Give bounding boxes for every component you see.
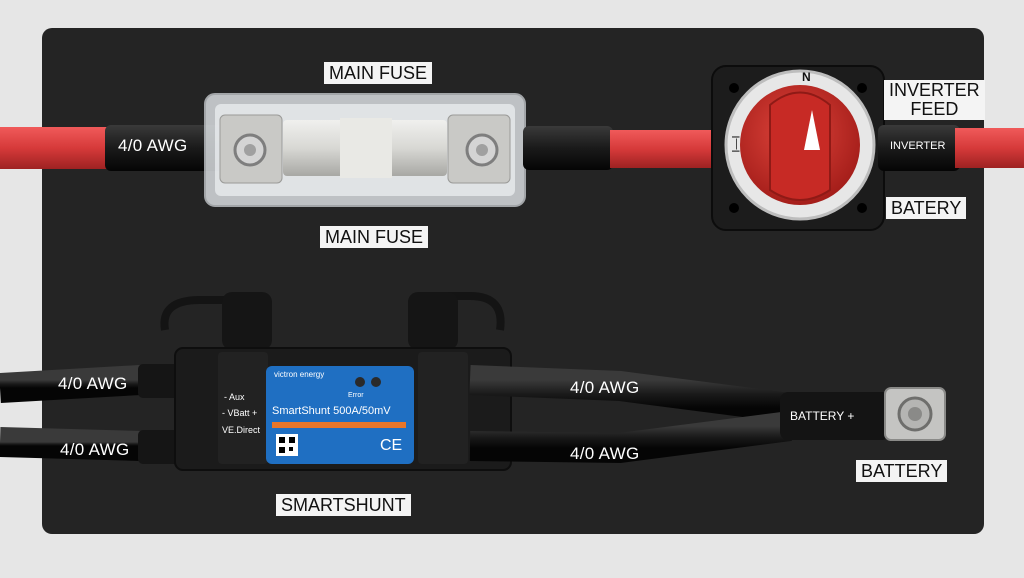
shunt-ce-mark: CE <box>380 437 403 454</box>
switch-side-mark: I—I <box>730 135 743 153</box>
batery-label: BATERY <box>886 197 967 219</box>
battery-lug-sleeve <box>780 392 890 440</box>
heat-shrink-mid <box>523 126 613 170</box>
shunt-vedirect-mark: VE.Direct <box>222 425 261 435</box>
shunt-vbatt-mark: - VBatt + <box>222 408 258 418</box>
shunt-model: SmartShunt 500A/50mV <box>272 405 391 417</box>
inverter-feed-line2: FEED <box>910 99 959 119</box>
cable-mark-awg: 4/0 AWG <box>58 374 128 393</box>
black-cable-right-upper <box>469 365 792 423</box>
bluetooth-led <box>371 377 381 387</box>
terminal-cap-right <box>408 292 458 350</box>
shunt-orange-bar <box>272 422 406 428</box>
shunt-aux-mark: - Aux <box>224 392 245 402</box>
red-cable-right <box>955 128 1024 168</box>
main-fuse-bottom-label: MAIN FUSE <box>320 226 429 248</box>
heat-shrink-left <box>105 125 225 171</box>
cable-mark-inverter: INVERTER <box>890 140 946 152</box>
shunt-blue-module <box>266 366 414 464</box>
battery-switch-knob <box>769 91 831 201</box>
red-cable-mid <box>610 130 722 168</box>
cable-mark-awg: 4/0 AWG <box>570 378 640 397</box>
switch-n-mark: N <box>802 70 811 84</box>
battery-label: BATTERY <box>856 460 948 482</box>
cable-mark-battery-plus: BATTERY + <box>790 409 855 423</box>
shunt-strap <box>160 296 235 331</box>
cable-mark-awg: 4/0 AWG <box>570 444 640 463</box>
black-cable-right-lower <box>469 411 792 464</box>
shunt-error-mark: Error <box>348 392 364 399</box>
main-fuse-top-label: MAIN FUSE <box>324 62 433 84</box>
error-led <box>355 377 365 387</box>
fuse-label-band <box>340 118 392 178</box>
cable-mark-awg: 4/0 AWG <box>118 136 188 155</box>
cable-mark-awg: 4/0 AWG <box>60 440 130 459</box>
smartshunt-label: SMARTSHUNT <box>276 494 411 516</box>
shunt-brand: victron energy <box>274 370 325 379</box>
terminal-cap-left <box>222 292 272 350</box>
inverter-feed-label: INVERTER FEED <box>884 80 985 120</box>
switch-pointer <box>804 110 820 150</box>
heat-shrink-right <box>878 125 960 171</box>
inverter-feed-line1: INVERTER <box>889 80 980 100</box>
